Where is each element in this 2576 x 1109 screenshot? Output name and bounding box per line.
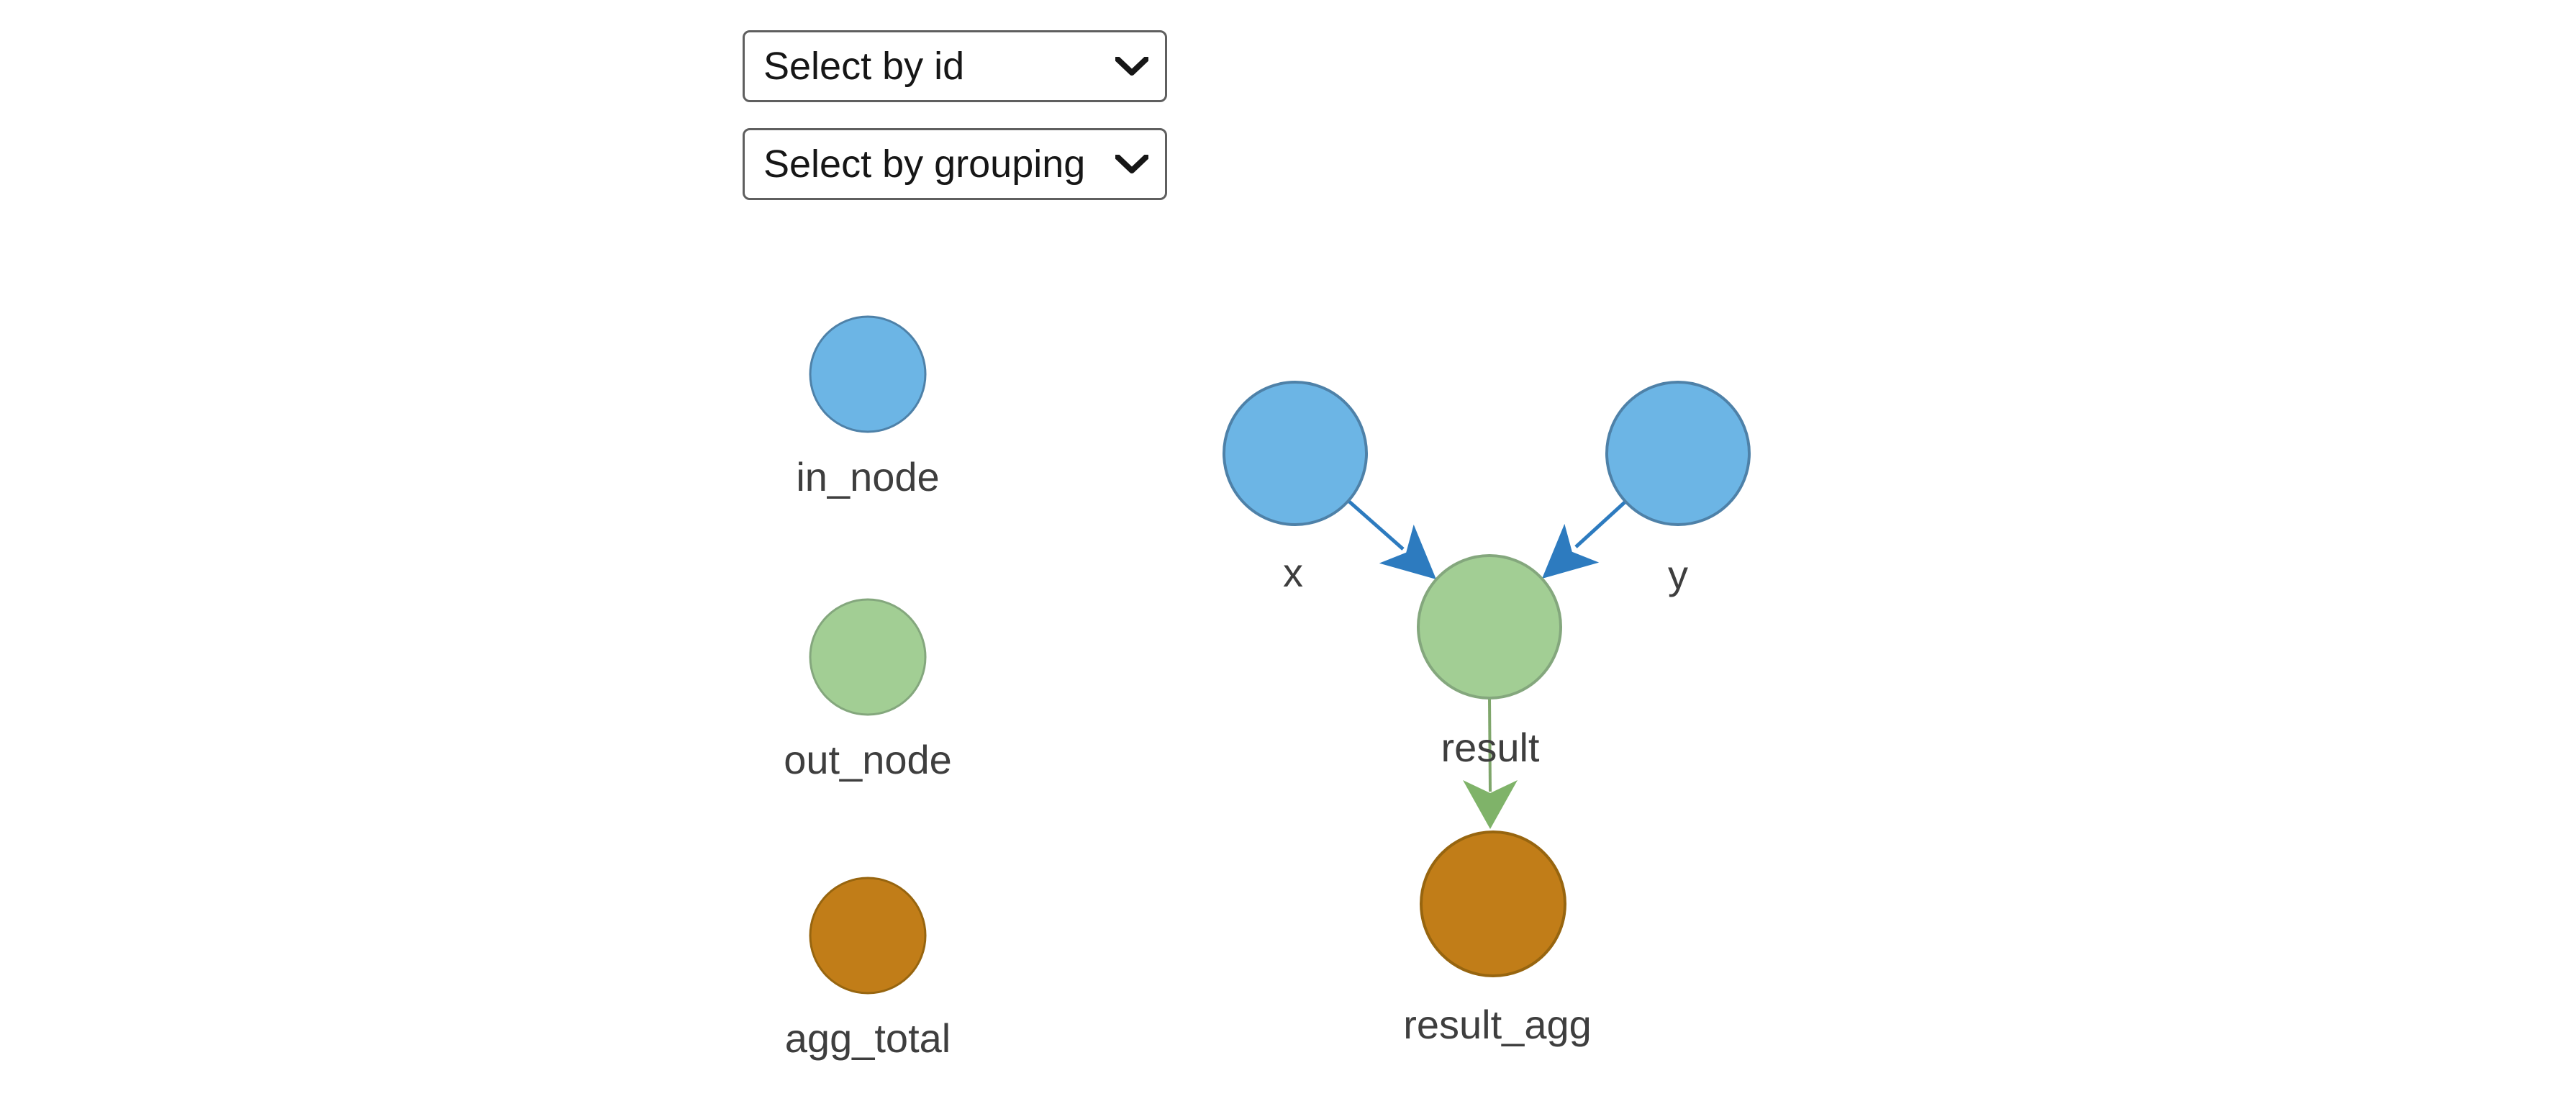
legend: in_node out_node agg_total [784,315,952,1061]
legend-label-out-node: out_node [784,737,952,782]
graph-node-x[interactable] [1223,381,1368,526]
graph-node-label-result-agg: result_agg [1403,1002,1592,1047]
legend-label-in-node: in_node [796,454,939,499]
legend-swatch-out-node [809,598,927,716]
legend-swatch-agg-total [809,877,927,995]
edge-result-to-result-agg [1463,697,1518,829]
edge-x-to-result [1347,499,1436,579]
select-by-grouping[interactable]: Select by grouping [743,128,1167,200]
legend-label-agg-total: agg_total [785,1015,951,1061]
graph-node-result[interactable] [1417,554,1562,700]
select-by-id-wrap: Select by id [743,30,1167,102]
edge-y-to-result [1542,500,1627,579]
edge-line [1574,500,1627,548]
graph-node-y[interactable] [1605,381,1751,526]
edge-line [1488,697,1492,792]
legend-swatch-in-node [809,315,927,433]
graph-node-result-agg[interactable] [1420,830,1566,977]
graph-node-label-x: x [1283,550,1303,595]
graph-node-label-result: result [1441,725,1540,770]
arrowhead-icon [1542,523,1600,579]
arrowhead-icon [1463,780,1518,829]
graph-node-label-y: y [1668,552,1688,597]
select-by-grouping-wrap: Select by grouping [743,128,1167,200]
edge-line [1347,499,1405,551]
select-by-id[interactable]: Select by id [743,30,1167,102]
arrowhead-icon [1379,524,1436,579]
